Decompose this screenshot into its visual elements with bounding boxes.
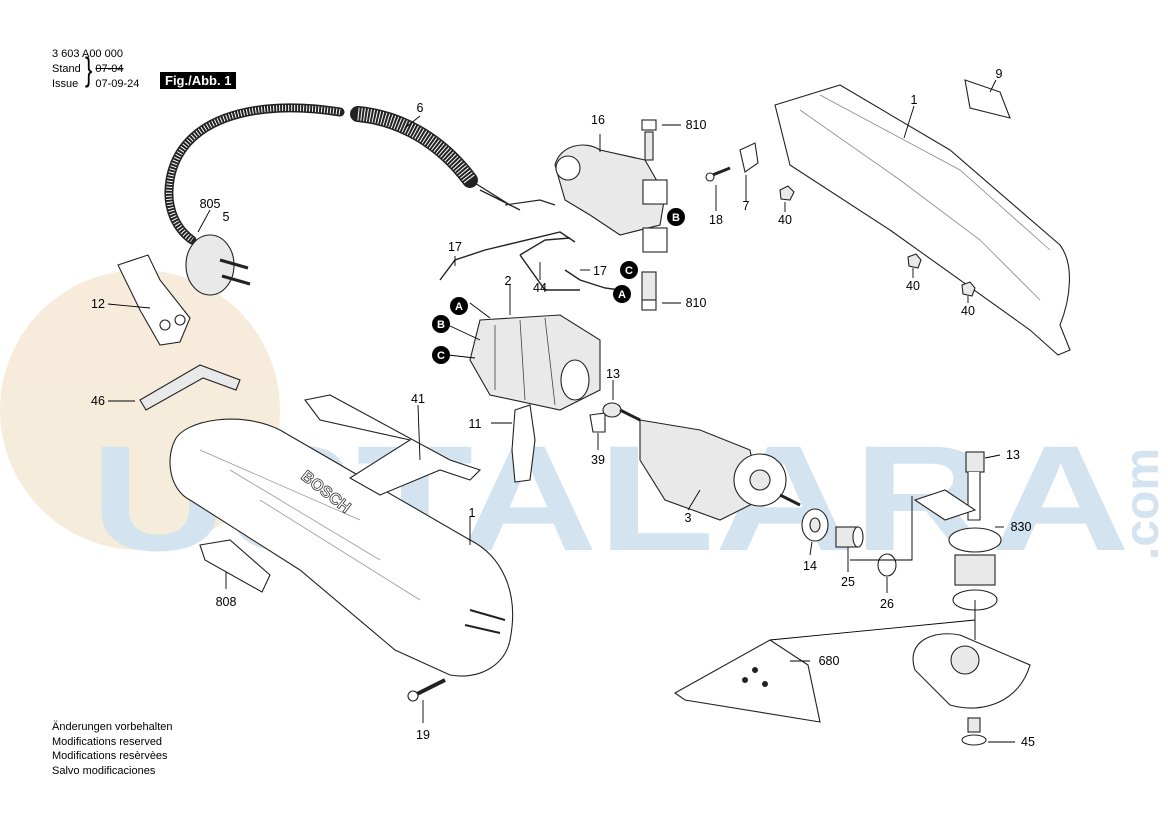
part-41-switch: [304, 394, 482, 496]
part-label: 40: [906, 279, 920, 293]
part-label: 14: [803, 559, 817, 573]
nut-40-c: [961, 281, 976, 297]
svg-text:C: C: [625, 265, 633, 277]
part-label: 5: [223, 210, 230, 224]
marker-b-right: B: [667, 208, 685, 226]
part-label: 13: [606, 367, 620, 381]
svg-text:B: B: [672, 212, 680, 224]
power-cable: [164, 103, 521, 296]
svg-text:A: A: [618, 289, 626, 301]
modification-notes: Änderungen vorbehalten Modifications res…: [52, 720, 172, 778]
part-label: 1: [469, 506, 476, 520]
marker-a-left: A: [450, 297, 468, 315]
part-label: 7: [743, 199, 750, 213]
armature-3: [619, 408, 801, 521]
part-label: 17: [593, 264, 607, 278]
part-46-hex-key: [139, 364, 241, 411]
issue-row: Issue } 07-09-24: [52, 77, 139, 92]
watermark-suffix: .com: [1116, 448, 1168, 560]
part-39-clip: [589, 412, 606, 433]
bushing-25: [835, 526, 864, 548]
brush-810-bottom: [641, 271, 657, 311]
note-en: Modifications reserved: [52, 735, 163, 748]
document-header: 3 603 A00 000 Stand } 07-04 Issue } 07-0…: [52, 47, 139, 92]
part-9-label: [964, 79, 1011, 119]
part-label: 45: [1021, 735, 1035, 749]
part-label: 810: [686, 296, 707, 310]
leader-lines: [107, 79, 1015, 743]
screw-45: [961, 717, 987, 746]
brace-glyph: }: [85, 50, 93, 88]
brush-810-top: [641, 119, 657, 161]
blade-disc: [912, 633, 1031, 709]
marker-b-left: B: [432, 315, 450, 333]
figure-label: Fig./Abb. 1: [160, 72, 237, 89]
part-label: 9: [996, 67, 1003, 81]
stand-label: Stand: [52, 63, 81, 75]
part-808-label: [199, 539, 271, 593]
issue-value: 07-09-24: [95, 78, 140, 90]
part-label: 1: [911, 93, 918, 107]
housing-left: BOSCH: [169, 418, 514, 677]
note-fr: Modifications resèrvèes: [52, 750, 168, 762]
part-label: 680: [819, 654, 840, 668]
screw-18: [705, 166, 731, 182]
sanding-pad-680: [673, 639, 821, 723]
nut-40-a: [779, 185, 795, 201]
part-label: 6: [417, 101, 424, 115]
part-label: 46: [91, 394, 105, 408]
part-label: 808: [216, 595, 237, 609]
stand-row: Stand } 07-04: [52, 50, 139, 88]
screw-19: [407, 678, 446, 702]
part-11-bracket: [511, 404, 536, 483]
part-label: 26: [880, 597, 894, 611]
part-7-clip: [739, 142, 759, 173]
housing-right: [774, 84, 1071, 356]
marker-a-right: A: [613, 285, 631, 303]
note-de: Änderungen vorbehalten: [52, 721, 173, 733]
part-labels: 6 805 5 12 46 41 1 808 19 17 2 11 39 13 …: [91, 67, 1035, 749]
part-label: 17: [448, 240, 462, 254]
part-label: 16: [591, 113, 605, 127]
svg-text:B: B: [437, 319, 445, 331]
washer-26: [877, 553, 897, 577]
part-label: 41: [411, 392, 425, 406]
switch-module-16: [554, 144, 668, 253]
marker-c-left: C: [432, 346, 450, 364]
stand-value: 07-04: [95, 63, 124, 75]
part-label: 40: [961, 304, 975, 318]
document-number: 3 603 A00 000: [52, 48, 123, 60]
part-label: 3: [685, 511, 692, 525]
part-label: 25: [841, 575, 855, 589]
stator-2: [469, 314, 601, 411]
note-es: Salvo modificaciones: [52, 764, 156, 777]
part-13-bushing: [602, 402, 622, 418]
part-label: 13: [1006, 448, 1020, 462]
part-label: 805: [200, 197, 221, 211]
issue-label: Issue: [52, 78, 79, 90]
part-12-clip: [117, 254, 191, 346]
plug-body: [185, 234, 235, 296]
part-label: 830: [1011, 520, 1032, 534]
part-label: 19: [416, 728, 430, 742]
svg-text:C: C: [437, 350, 445, 362]
marker-c-right: C: [620, 261, 638, 279]
part-label: 11: [469, 417, 482, 431]
nut-40-b: [907, 253, 922, 269]
part-label: 2: [505, 274, 512, 288]
part-label: 12: [91, 297, 105, 311]
part-label: 44: [533, 281, 547, 295]
svg-text:A: A: [455, 301, 463, 313]
part-label: 40: [778, 213, 792, 227]
part-label: 39: [591, 453, 605, 467]
part-label: 810: [686, 118, 707, 132]
part-label: 18: [709, 213, 723, 227]
